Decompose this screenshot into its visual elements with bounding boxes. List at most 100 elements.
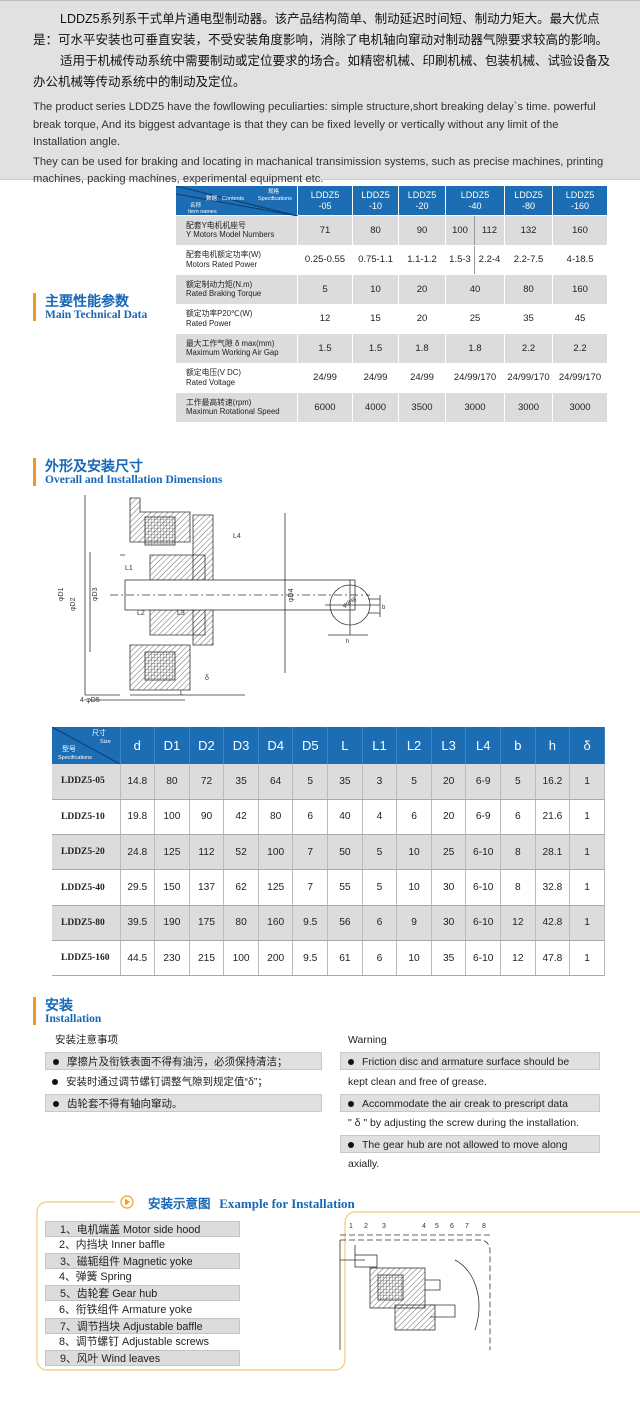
callout-number: 6 xyxy=(450,1223,454,1230)
spec-value: 20 xyxy=(398,274,446,305)
callout-number: 4 xyxy=(422,1223,426,1230)
dim-value: 125 xyxy=(258,869,294,906)
dim-model: LDDZ5-05 xyxy=(52,764,121,800)
dim-value: 42 xyxy=(223,799,259,836)
dim-value: 19.8 xyxy=(120,799,156,836)
corner-spec-en: Specifications xyxy=(258,196,292,202)
svg-text:L1: L1 xyxy=(125,565,133,572)
spec-value: 40 xyxy=(444,274,506,305)
dim-value: 5 xyxy=(362,834,398,871)
dim-value: 1 xyxy=(569,869,605,906)
heading-cn: 主要性能参数 xyxy=(45,294,129,310)
spec-value: 160 xyxy=(552,274,609,305)
install-en-title: Warning xyxy=(348,1034,387,1046)
dim-value: 6-10 xyxy=(465,940,502,977)
intro-en-2: They can be used for braking and locatin… xyxy=(33,155,604,186)
dim-value: 5 xyxy=(362,869,398,906)
dim-value: 3 xyxy=(362,764,398,800)
part-list-item: 7、调节挡块 Adjustable baffle xyxy=(45,1317,240,1334)
model-header: LDDZ5-10 xyxy=(352,185,399,216)
spec-value: 1.5-3 xyxy=(445,244,475,275)
spec-value: 10 xyxy=(352,274,399,305)
spec-value: 3500 xyxy=(398,392,446,423)
dim-value: 62 xyxy=(223,869,259,906)
corner-content-en: Contents xyxy=(222,196,245,202)
callout-number: 1 xyxy=(349,1223,353,1230)
dim-header-d: d xyxy=(120,727,156,764)
dim-value: 35 xyxy=(327,764,363,800)
svg-text:φD1: φD1 xyxy=(58,587,65,601)
part-list-item: 8、调节螺钉 Adjustable screws xyxy=(59,1335,210,1348)
dim-value: 72 xyxy=(189,764,225,800)
dim-header-D2: D2 xyxy=(189,727,225,764)
dim-value: 42.8 xyxy=(535,905,571,941)
intro-panel: LDDZ5系列系干式单片通电型制动器。该产品结构简单、制动延迟时间短、制动力矩大… xyxy=(0,0,640,185)
svg-text:b: b xyxy=(382,605,386,611)
spec-value: 2.2 xyxy=(504,333,554,364)
dim-value: 80 xyxy=(223,905,259,941)
dim-value: 6-9 xyxy=(465,764,502,800)
spec-value: 12 xyxy=(297,303,353,334)
part-list-item: 1、电机端盖 Motor side hood xyxy=(45,1221,240,1237)
dim-value: 12 xyxy=(500,940,536,977)
heading-cn: 安装 xyxy=(45,998,73,1014)
dim-value: 47.8 xyxy=(535,940,571,977)
intro-cn-2: 适用于机械传动系统中需要制动或定位要求的场合。如精密机械、印刷机械、包装机械、试… xyxy=(33,54,611,89)
model-header: LDDZ5-20 xyxy=(398,185,446,216)
dim-value: 100 xyxy=(223,940,259,977)
dim-header-D4: D4 xyxy=(258,727,294,764)
dim-value: 150 xyxy=(154,869,190,906)
bullet-icon xyxy=(53,1100,59,1107)
dim-value: 175 xyxy=(189,905,225,941)
corner-size-cn: 尺寸 xyxy=(92,730,106,737)
dim-value: 35 xyxy=(223,764,259,800)
dim-value: 6 xyxy=(500,799,536,836)
example-title: 安装示意图 Example for Installation xyxy=(148,1196,355,1211)
play-arrow-icon xyxy=(125,1198,130,1206)
spec-value: 132 xyxy=(504,215,554,246)
heading-accent-bar xyxy=(33,997,36,1025)
part-list-item: 3、磁轭组件 Magnetic yoke xyxy=(45,1253,240,1270)
spec-item-name: 配套电机额定功率(W)Motors Rated Power xyxy=(175,244,298,275)
corner-spec-cn: 规格 xyxy=(268,189,280,195)
spec-value: 80 xyxy=(504,274,554,305)
model-header: LDDZ5-160 xyxy=(552,185,609,216)
callout-number: 2 xyxy=(364,1223,368,1230)
dim-value: 90 xyxy=(189,799,225,836)
dim-model: LDDZ5-80 xyxy=(52,905,121,941)
spec-value: 15 xyxy=(352,303,399,334)
spec-item-name: 额定电压(V DC)Rated Voltage xyxy=(175,362,298,393)
spec-item-name: 工作最高转速(rpm)Maximun Rotational Speed xyxy=(175,392,298,423)
dim-value: 5 xyxy=(396,764,432,800)
dim-value: 5 xyxy=(292,764,329,800)
spec-value: 1.8 xyxy=(398,333,446,364)
spec-value: 25 xyxy=(444,303,506,334)
dim-value: 16.2 xyxy=(535,764,571,800)
bullet-icon xyxy=(348,1141,354,1148)
dim-value: 24.8 xyxy=(120,834,156,871)
corner-content-cn: 数据 xyxy=(206,196,218,202)
dim-value: 30 xyxy=(431,869,467,906)
svg-text:L3: L3 xyxy=(177,610,185,617)
dim-model: LDDZ5-20 xyxy=(52,834,121,871)
corner-name-cn: 名称 xyxy=(190,203,202,209)
dim-value: 32.8 xyxy=(535,869,571,906)
dim-header-b: b xyxy=(500,727,536,764)
heading-en: Main Technical Data xyxy=(45,309,148,321)
spec-value: 3000 xyxy=(444,392,506,423)
dim-value: 80 xyxy=(258,799,294,836)
dim-value: 52 xyxy=(223,834,259,871)
spec-value: 24/99 xyxy=(297,362,353,393)
install-cn-item: 安装时通过调节螺钉调整气隙到规定值“δ”； xyxy=(45,1073,322,1091)
dim-value: 9.5 xyxy=(292,940,329,977)
dim-header-L: L xyxy=(327,727,363,764)
dim-value: 1 xyxy=(569,799,605,836)
install-cn-item: 摩擦片及衔铁表面不得有油污，必须保持清洁； xyxy=(45,1052,322,1070)
dim-value: 10 xyxy=(396,834,432,871)
